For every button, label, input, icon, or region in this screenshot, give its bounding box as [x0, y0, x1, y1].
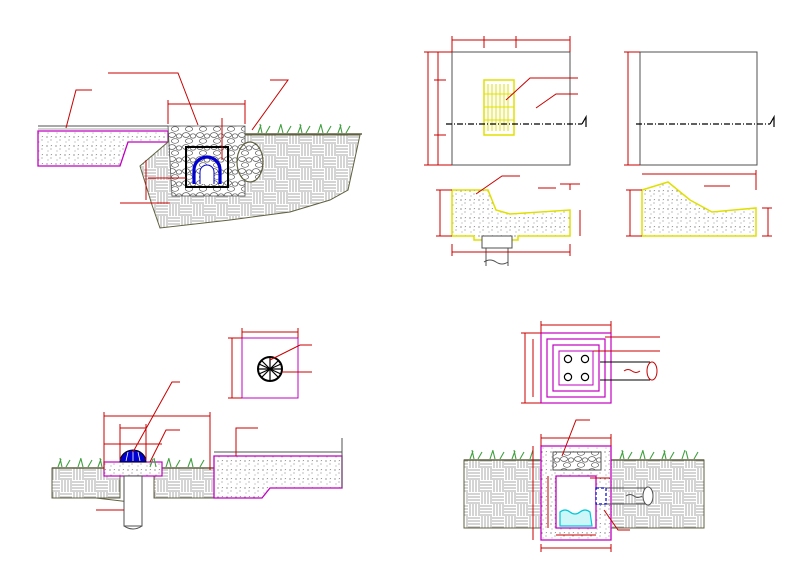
basin-plan-dimensions [521, 321, 660, 404]
grate-section [436, 175, 581, 266]
floor-drain-section-dimensions [96, 381, 258, 511]
basin-grate [552, 451, 602, 471]
floor-slab [213, 455, 343, 499]
basin-soil-right [610, 459, 705, 529]
catch-basin-plan [521, 321, 660, 404]
grass-tufts [257, 123, 351, 134]
floor-grass [57, 457, 205, 468]
basin-plan-outline [540, 332, 612, 404]
grate-plan-dimensions [424, 36, 578, 166]
rock-ellipse [236, 141, 264, 183]
cover-plan [624, 51, 775, 166]
cover-section-dimensions [626, 170, 772, 237]
floor-drain-section [51, 381, 343, 530]
basin-water [559, 509, 593, 527]
cover-plan-outline [639, 51, 758, 166]
basin-holes [563, 354, 590, 382]
grate-bars [484, 84, 514, 131]
floor-drain-plan-outline [241, 337, 299, 399]
basin-outlet-pipe [600, 361, 650, 381]
cover-section-body [641, 181, 757, 237]
floor-drain-plan-dimensions [228, 328, 312, 399]
grate-section-dimensions [436, 175, 581, 256]
grate-plan-outline [451, 51, 571, 166]
floor-drain-body [103, 461, 163, 477]
basin-soil-left [463, 459, 542, 529]
floor-soil-mid [153, 467, 215, 499]
drain-section-left [37, 72, 362, 229]
drain-cover-spokes [258, 357, 282, 381]
basin-section-dimensions [532, 419, 630, 552]
gravel-fill [167, 125, 246, 197]
catch-basin-section [463, 419, 705, 552]
cover-section [626, 170, 772, 237]
drain-pipe [192, 155, 222, 184]
leader-lines [65, 72, 289, 204]
floor-drain-plan [228, 328, 312, 399]
basin-grass [469, 449, 699, 460]
drain-riser-pipe [123, 475, 143, 527]
grate-plan [424, 36, 587, 166]
grate-section-pipe [481, 235, 513, 249]
pipe-box [185, 146, 229, 188]
cover-plan-dimensions [624, 51, 640, 166]
grate-section-body [451, 189, 571, 241]
